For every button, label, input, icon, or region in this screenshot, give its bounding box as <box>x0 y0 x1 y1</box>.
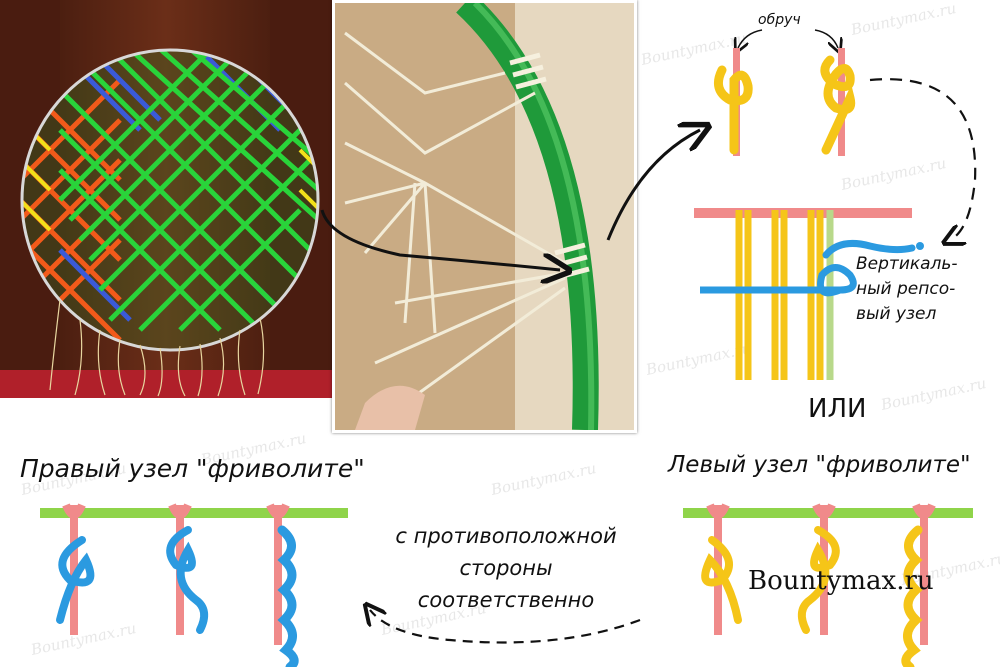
hoop-pointer-left <box>738 29 763 48</box>
or-label: ИЛИ <box>808 394 867 424</box>
arrow-to-hoop-diagram <box>606 130 700 241</box>
right-knot-title: Правый узел "фриволите" <box>20 454 365 483</box>
left-knot-diagram <box>683 503 973 667</box>
left-knot-title: Левый узел "фриволите" <box>668 452 971 478</box>
hoop-knot-1 <box>713 48 753 156</box>
vertical-knot-diagram <box>694 208 924 380</box>
knot-detail-photo <box>332 0 637 433</box>
vertical-knot-label-line1: Вертикаль- <box>856 254 958 274</box>
brand-logo-text: Bountymax.ru <box>748 566 934 596</box>
opposite-line3: соответственно <box>417 588 595 612</box>
opposite-side-note: с противоположной стороны соответственно <box>378 520 634 616</box>
opposite-side-arrow <box>370 610 641 644</box>
hoop-knot-2 <box>820 48 856 156</box>
hoop-net-photo <box>0 0 332 398</box>
arrow-to-detail <box>320 209 560 270</box>
hoop-net-illustration <box>0 0 332 398</box>
knot-detail-illustration <box>335 3 634 430</box>
vertical-knot-label: Вертикаль- ный репсо- вый узел <box>856 252 958 327</box>
hoop-label: обруч <box>758 12 801 28</box>
dashed-arrow <box>869 78 977 240</box>
hoop-pointer-right <box>814 29 838 48</box>
vertical-knot-label-line2: ный репсо- <box>856 279 956 299</box>
opposite-line2: стороны <box>459 556 553 580</box>
vertical-knot-label-line3: вый узел <box>856 304 937 324</box>
opposite-line1: с противоположной <box>395 524 617 548</box>
right-knot-diagram <box>40 503 348 667</box>
